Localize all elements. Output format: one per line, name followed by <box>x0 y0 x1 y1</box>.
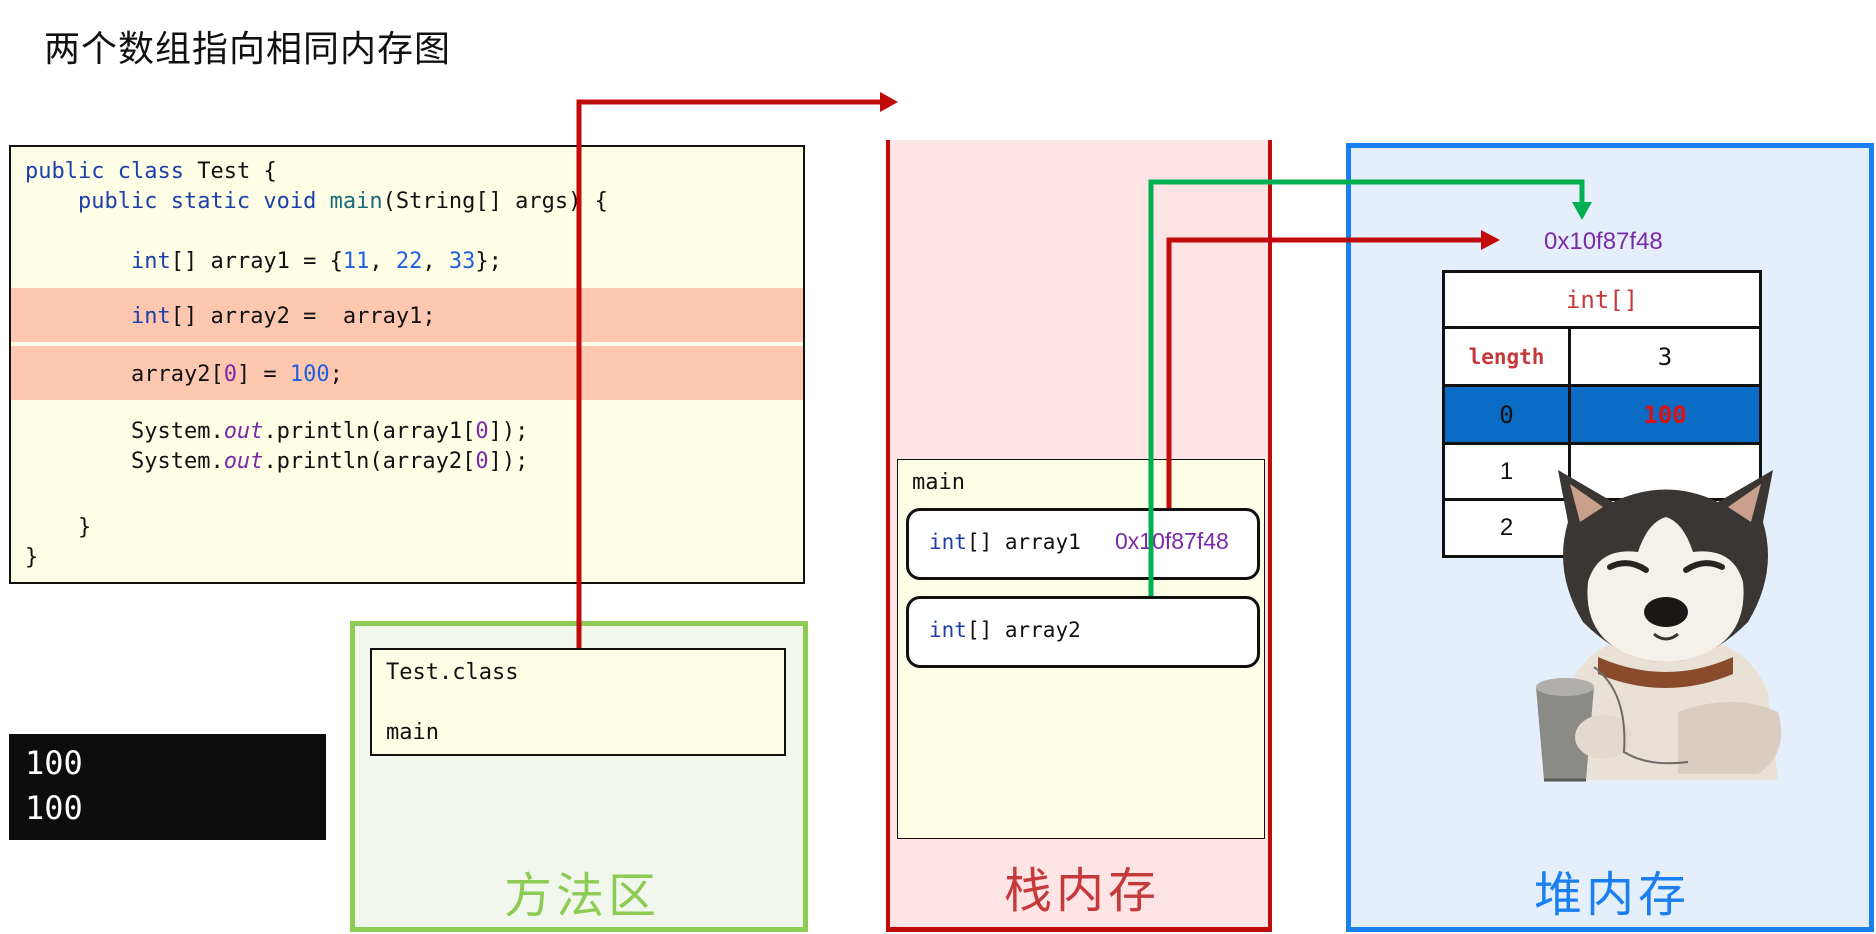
code-line-9: } <box>25 545 39 570</box>
index-1: 1 <box>1445 445 1571 501</box>
class-load-arrow <box>576 99 882 648</box>
array-type: int[] <box>1445 273 1759 329</box>
code-line-5: array2[0] = 100; <box>130 362 343 387</box>
array1-ref-arrowhead <box>1481 230 1500 250</box>
var2-decl: int[] array2 <box>929 618 1081 642</box>
array2-ref-arrowhead <box>1572 202 1592 220</box>
heap-label: 堆内存 <box>1534 867 1691 923</box>
method-area-label: 方法区 <box>504 868 661 924</box>
stack-var-array1: int[] array1 0x10f87f48 <box>906 508 1260 580</box>
var1-decl: int[] array1 <box>929 530 1081 554</box>
code-line-3: int[] array1 = {11, 22, 33}; <box>130 249 502 274</box>
index-0: 0 <box>1445 387 1571 445</box>
class-box: Test.class main <box>370 648 786 756</box>
page-title: 两个数组指向相同内存图 <box>44 29 452 70</box>
length-label: length <box>1445 329 1571 387</box>
code-panel: public class Test { public static void m… <box>9 145 805 584</box>
heap-address: 0x10f87f48 <box>1544 228 1663 255</box>
class-method: main <box>386 720 439 745</box>
code-line-6: System.out.println(array1[0]); <box>130 419 529 444</box>
var1-value: 0x10f87f48 <box>1115 528 1229 554</box>
length-value: 3 <box>1571 329 1759 387</box>
code-line-2: public static void main(String[] args) { <box>77 189 608 214</box>
code-line-8: } <box>77 515 92 540</box>
console-line-2: 100 <box>25 789 83 827</box>
code-line-4: int[] array2 = array1; <box>130 304 436 329</box>
class-name: Test.class <box>386 660 519 685</box>
husky-dog-icon <box>1536 470 1782 782</box>
value-0: 100 <box>1571 387 1759 445</box>
code-line-7: System.out.println(array2[0]); <box>130 449 529 474</box>
frame-name: main <box>912 470 965 495</box>
stack-var-array2: int[] array2 <box>906 596 1260 668</box>
stack-label: 栈内存 <box>1004 863 1161 919</box>
array1-ref-arrow <box>1166 237 1483 508</box>
highlight-line-array2-assign <box>11 288 803 342</box>
class-load-arrowhead <box>880 92 898 112</box>
array2-ref-arrow <box>1148 179 1585 596</box>
code-line-1: public class Test { <box>25 159 277 184</box>
console-line-1: 100 <box>25 744 83 782</box>
highlight-line-array2-set <box>11 346 803 400</box>
console-output: 100 100 <box>9 734 326 840</box>
